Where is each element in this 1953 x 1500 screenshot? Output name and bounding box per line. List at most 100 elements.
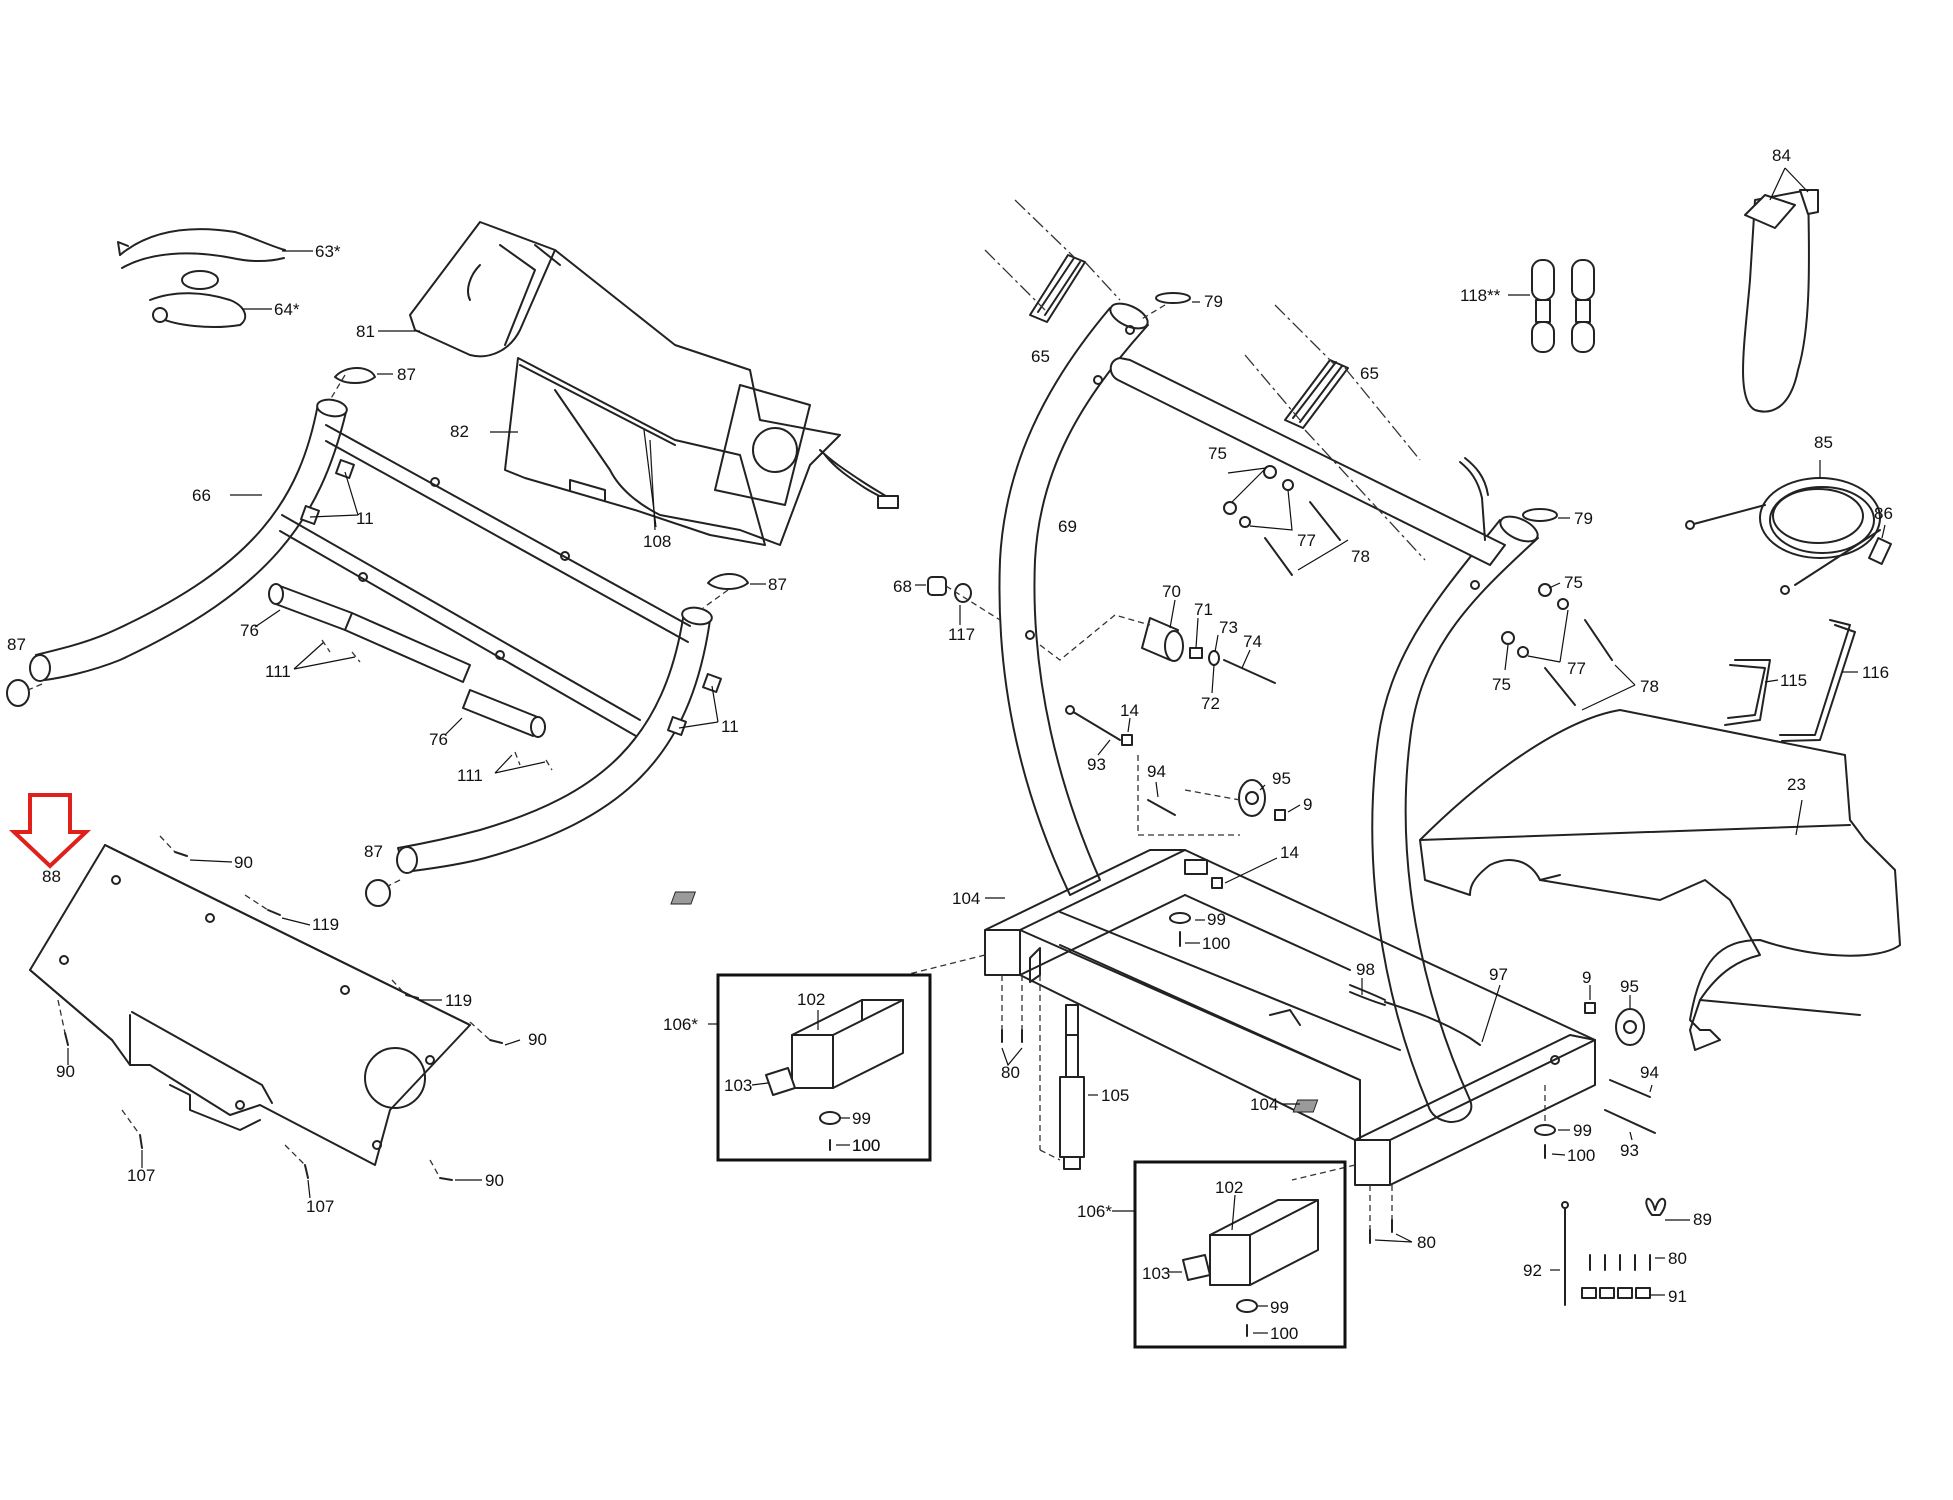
callout-70: 70 <box>1162 582 1181 601</box>
callout-95-b: 95 <box>1620 977 1639 996</box>
callout-104-b: 104 <box>1250 1095 1278 1114</box>
callout-100-a: 100 <box>1202 934 1230 953</box>
callout-87-left: 87 <box>7 635 26 654</box>
callout-104-a: 104 <box>952 889 980 908</box>
callout-73: 73 <box>1219 618 1238 637</box>
callout-100-b: 100 <box>1567 1146 1595 1165</box>
tie-part-89 <box>1645 1197 1667 1216</box>
callout-106-a: 106* <box>663 1015 698 1034</box>
callout-95-a: 95 <box>1272 769 1291 788</box>
callout-119-b: 119 <box>445 991 472 1010</box>
front-axle-hardware <box>1065 705 1286 947</box>
callout-118: 118** <box>1460 286 1501 305</box>
console-assembly-part-81 <box>409 221 899 546</box>
hardware-set-part-80-91 <box>1581 1254 1651 1299</box>
chest-strap-part-63 <box>117 228 286 290</box>
callout-107-b: 107 <box>306 1197 334 1216</box>
callout-103-a: 103 <box>724 1076 752 1095</box>
callout-99-d: 99 <box>1270 1298 1289 1317</box>
callout-23: 23 <box>1787 775 1806 794</box>
safety-key-strap-part-84 <box>1742 189 1819 413</box>
callout-105: 105 <box>1101 1086 1129 1105</box>
callout-100-d: 100 <box>1270 1324 1298 1343</box>
callout-93-b: 93 <box>1620 1141 1639 1160</box>
pulse-sensor-part-64 <box>149 292 247 329</box>
leveling-foot-kit-box-2 <box>1133 1160 1347 1349</box>
callout-99-c: 99 <box>852 1109 871 1128</box>
incline-shock-part-105 <box>1059 1004 1085 1170</box>
callout-11-right: 11 <box>721 717 739 736</box>
callout-82: 82 <box>450 422 469 441</box>
handlebar-frame-part-66 <box>29 398 713 874</box>
callout-88: 88 <box>42 867 61 886</box>
cable-parts-115-116 <box>1724 619 1856 742</box>
callout-85: 85 <box>1814 433 1833 452</box>
callout-71: 71 <box>1194 600 1213 619</box>
callout-9-a: 9 <box>1303 795 1312 814</box>
callout-98: 98 <box>1356 960 1375 979</box>
callout-106-b: 106* <box>1077 1202 1112 1221</box>
callout-77-b: 77 <box>1567 659 1586 678</box>
callout-103-b: 103 <box>1142 1264 1170 1283</box>
callout-66: 66 <box>192 486 211 505</box>
callout-90-d: 90 <box>485 1171 504 1190</box>
end-caps-part-87 <box>6 367 749 907</box>
console-panel-part-82 <box>504 357 766 546</box>
callout-117: 117 <box>948 625 975 644</box>
callout-63: 63* <box>315 242 341 261</box>
callout-75-c: 75 <box>1492 675 1511 694</box>
handlebar-grip-part-76-upper <box>268 583 471 683</box>
callout-79-right: 79 <box>1574 509 1593 528</box>
callout-102-a: 102 <box>797 990 825 1009</box>
callout-94-b: 94 <box>1640 1063 1659 1082</box>
callout-84: 84 <box>1772 146 1791 165</box>
callout-102-b: 102 <box>1215 1178 1243 1197</box>
rod-part-92 <box>1561 1201 1569 1306</box>
callout-93-a: 93 <box>1087 755 1106 774</box>
callout-108: 108 <box>643 532 671 551</box>
callout-99-b: 99 <box>1573 1121 1592 1140</box>
callout-78-a: 78 <box>1351 547 1370 566</box>
callout-90-a: 90 <box>234 853 253 872</box>
callout-80-b: 80 <box>1417 1233 1436 1252</box>
rear-axle-hardware <box>1534 1002 1656 1159</box>
callout-69: 69 <box>1058 517 1077 536</box>
callout-119-a: 119 <box>312 915 339 934</box>
motor-hood-part-23 <box>1419 709 1901 1051</box>
callout-81: 81 <box>356 322 375 341</box>
callout-64: 64* <box>274 300 300 319</box>
adapter-part-86 <box>1868 537 1892 565</box>
callout-89: 89 <box>1693 1210 1712 1229</box>
callout-75-b: 75 <box>1564 573 1583 592</box>
clips-part-11 <box>300 459 722 736</box>
callout-9-b: 9 <box>1582 968 1591 987</box>
callout-11-left: 11 <box>356 509 374 528</box>
callout-76-upper: 76 <box>240 621 259 640</box>
callout-72: 72 <box>1201 694 1220 713</box>
callout-80-c: 80 <box>1668 1249 1687 1268</box>
callout-79-top: 79 <box>1204 292 1223 311</box>
audio-cable-part-85 <box>1685 477 1881 595</box>
callout-65-right: 65 <box>1360 364 1379 383</box>
callout-97: 97 <box>1489 965 1508 984</box>
callout-75-a: 75 <box>1208 444 1227 463</box>
shroud-panel-part-88 <box>29 844 471 1166</box>
callout-116: 116 <box>1862 663 1889 682</box>
callout-87-right: 87 <box>768 575 787 594</box>
leveling-foot-kit-box-1 <box>716 973 932 1162</box>
upright-frame-part-69 <box>984 302 1596 1186</box>
callout-107-a: 107 <box>127 1166 155 1185</box>
callout-100-e: 100 <box>852 1136 880 1155</box>
callout-78-b: 78 <box>1640 677 1659 696</box>
screws-part-90-119-107 <box>64 851 503 1181</box>
callout-91: 91 <box>1668 1287 1687 1306</box>
highlight-arrow <box>8 793 92 869</box>
callout-74: 74 <box>1243 632 1262 651</box>
dumbbells-part-118 <box>1531 259 1595 353</box>
callout-76-lower: 76 <box>429 730 448 749</box>
callout-100-c: 100 <box>852 1136 880 1155</box>
bushings-part-68-117 <box>927 576 972 603</box>
handlebar-grip-part-76-lower <box>462 689 546 738</box>
callout-90-b: 90 <box>56 1062 75 1081</box>
